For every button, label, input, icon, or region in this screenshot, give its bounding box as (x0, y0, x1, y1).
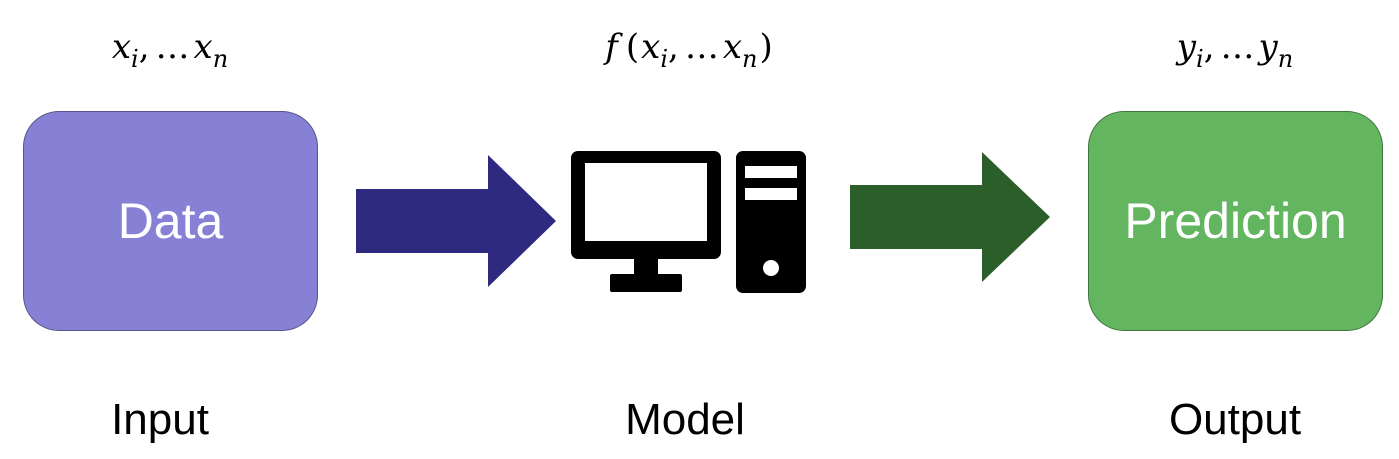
output-ellipsis: … (1220, 27, 1255, 67)
model-close-paren: ) (759, 27, 773, 67)
input-caption: Input (111, 395, 209, 444)
data-box-label: Data (117, 193, 224, 249)
computer-icon (571, 151, 806, 293)
monitor-icon (571, 151, 721, 292)
model-var: x (641, 27, 661, 67)
model-open-paren: ( (625, 27, 640, 67)
input-sub-end: n (212, 45, 229, 73)
model-sub-start: i (660, 45, 668, 73)
input-arrow-shape (356, 155, 556, 287)
input-sep: , (138, 27, 150, 67)
input-sub-start: i (131, 45, 139, 73)
output-var-end: y (1258, 27, 1278, 67)
model-func: f (605, 27, 618, 67)
input-var: x (111, 27, 132, 67)
model-var-end: x (722, 27, 742, 67)
output-arrow-shape (850, 152, 1050, 282)
output-var: y (1176, 27, 1197, 67)
tower-icon (736, 151, 806, 293)
input-ellipsis: … (155, 27, 190, 67)
output-caption: Output (1168, 395, 1302, 444)
arrow-right-icon (356, 155, 556, 287)
data-box: Data (23, 111, 318, 331)
input-var-end: x (193, 27, 213, 67)
model-sub-end: n (742, 45, 758, 73)
prediction-box: Prediction (1088, 111, 1383, 331)
arrow-right-icon (850, 152, 1050, 282)
model-sep: , (668, 27, 679, 67)
prediction-box-label: Prediction (1124, 193, 1347, 249)
output-sub-start: i (1196, 45, 1204, 73)
output-sub-end: n (1277, 45, 1294, 73)
model-ellipsis: … (684, 27, 719, 67)
model-caption: Model (625, 395, 745, 444)
output-sep: , (1203, 27, 1215, 67)
